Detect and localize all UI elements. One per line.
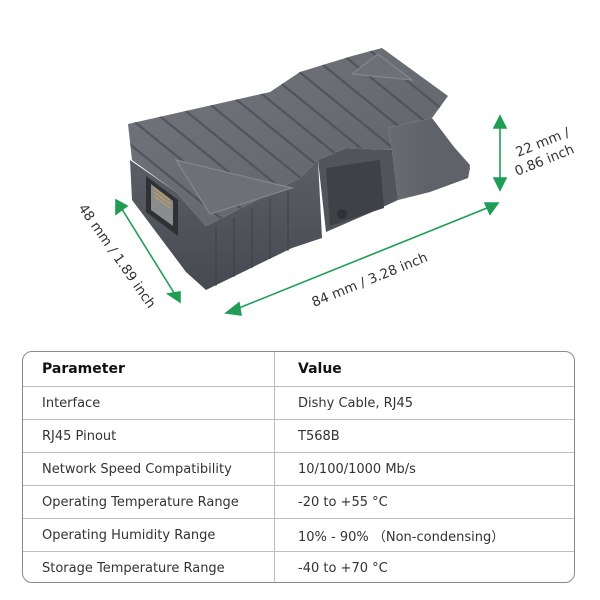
table-row: Operating Temperature Range -20 to +55 °… (23, 485, 574, 518)
parameter-cell: Operating Humidity Range (23, 519, 275, 551)
parameter-cell: Operating Temperature Range (23, 486, 275, 518)
value-cell: T568B (298, 428, 340, 444)
spec-table: Parameter Value Interface Dishy Cable, R… (22, 351, 575, 583)
width-dimension-arrow (115, 198, 181, 304)
parameter-cell: Network Speed Compatibility (23, 453, 275, 485)
column-header-value: Value (298, 361, 342, 377)
table-row: Network Speed Compatibility 10/100/1000 … (23, 452, 574, 485)
value-cell: -20 to +55 °C (298, 494, 388, 510)
value-cell: 10% - 90% （Non-condensing） (298, 529, 505, 545)
table-row: Operating Humidity Range 10% - 90% （Non-… (23, 518, 574, 551)
parameter-cell: Storage Temperature Range (23, 552, 275, 582)
parameter-cell: Interface (23, 387, 275, 419)
value-cell: Dishy Cable, RJ45 (298, 395, 414, 411)
table-row: Interface Dishy Cable, RJ45 (23, 386, 574, 419)
table-header-row: Parameter Value (23, 352, 574, 386)
length-dimension-label: 84 mm / 3.28 inch (310, 250, 431, 311)
rj45-port-icon (146, 176, 178, 236)
parameter-cell: RJ45 Pinout (23, 420, 275, 452)
device (128, 48, 470, 290)
table-row: Storage Temperature Range -40 to +70 °C (23, 551, 574, 582)
table-row: RJ45 Pinout T568B (23, 419, 574, 452)
value-cell: -40 to +70 °C (298, 560, 388, 576)
height-dimension-arrow (492, 114, 508, 192)
column-header-parameter: Parameter (23, 352, 275, 386)
product-illustration: 22 mm / 0.86 inch 48 mm / 1.89 inch 84 m… (75, 48, 577, 316)
value-cell: 10/100/1000 Mb/s (298, 461, 416, 477)
length-dimension-arrow (223, 202, 500, 316)
